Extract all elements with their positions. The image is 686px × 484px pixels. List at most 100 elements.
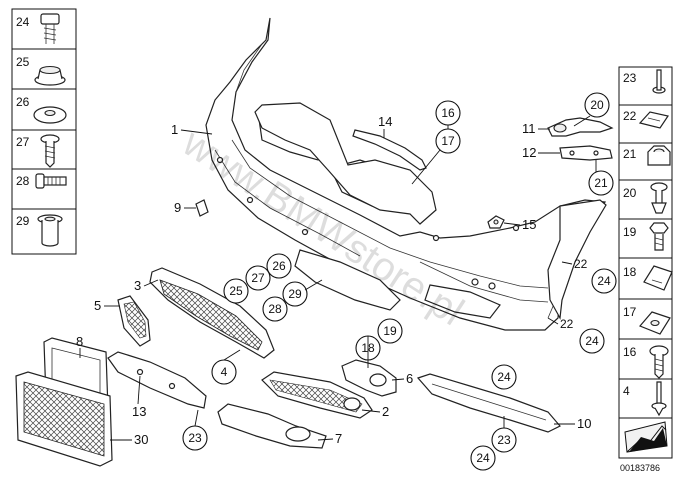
svg-text:29: 29 [288,287,302,301]
callout-17: 17 [411,128,461,185]
svg-text:10: 10 [577,416,591,431]
hex-nut-icon [647,145,671,166]
bracket-6 [341,359,397,397]
svg-text:24: 24 [497,370,511,384]
callout-27: 27 [245,265,271,291]
callout-4: 4 [211,359,237,385]
right-col-label-18: 18 [623,265,637,279]
grommet-icon [34,65,66,86]
right-col-label-21: 21 [623,147,637,161]
fog-grille-2 [261,371,373,419]
callout-22-upper: 22 [561,257,588,271]
callout-24-b: 24 [579,328,605,354]
trim-strip-14 [352,129,427,171]
svg-text:17: 17 [441,134,455,148]
svg-text:23: 23 [188,431,202,445]
clip-15 [487,215,505,229]
reference-number: 00183786 [620,463,660,473]
callout-25: 25 [223,278,249,304]
svg-text:21: 21 [594,176,608,190]
svg-text:14: 14 [378,114,392,129]
left-col-label-27: 27 [16,135,30,149]
direction-arrow-icon [624,421,668,453]
left-col-label-29: 29 [16,214,30,228]
svg-text:11: 11 [522,121,536,136]
svg-text:9: 9 [174,200,181,215]
clip-9 [195,199,209,217]
label-8: 8 [76,334,83,358]
svg-text:22: 22 [574,257,588,271]
left-col-label-26: 26 [16,95,30,109]
svg-text:3: 3 [134,278,141,293]
clip-nut-icon [40,13,60,44]
label-10: 10 [554,416,591,431]
svg-text:20: 20 [590,98,604,112]
grille-frame [254,102,437,225]
callout-29: 29 [282,279,323,307]
svg-text:4: 4 [221,365,228,379]
spring-nut-icon [638,111,669,129]
label-2: 2 [361,404,389,419]
svg-text:24: 24 [585,334,599,348]
left-col-label-25: 25 [16,55,30,69]
left-col-label-24: 24 [16,15,30,29]
license-plate-bracket-30 [15,371,113,467]
svg-text:7: 7 [335,431,342,446]
callout-23-left: 23 [182,425,208,451]
spacer-sleeve-icon [37,214,63,247]
label-3: 3 [134,278,159,293]
bolt-icon [35,173,67,189]
callout-19: 19 [377,318,403,344]
expanding-rivet-icon [652,69,666,94]
svg-text:5: 5 [94,298,101,313]
right-col-label-4: 4 [623,384,630,398]
right-col-label-16: 16 [623,345,637,359]
label-14: 14 [378,114,392,138]
svg-text:8: 8 [76,334,83,349]
callout-21: 21 [588,170,614,196]
lower-spoiler-10 [416,373,561,433]
pin-rivet-icon [651,381,667,417]
lower-grille-3 [149,267,275,359]
callout-28: 28 [262,296,288,322]
torx-screw-icon [649,345,669,379]
label-11: 11 [522,121,550,136]
right-col-label-22: 22 [623,109,637,123]
svg-text:30: 30 [134,432,148,447]
label-1: 1 [171,122,213,137]
fog-cover-7 [217,403,327,449]
svg-text:16: 16 [441,106,455,120]
label-9: 9 [174,200,196,215]
right-sidebar: 23 22 21 20 19 18 [618,66,673,459]
right-col-label-17: 17 [623,305,637,319]
svg-text:6: 6 [406,371,413,386]
label-13: 13 [132,375,146,419]
right-col-label-20: 20 [623,186,637,200]
mesh-insert-5 [117,295,151,347]
callout-26: 26 [266,253,292,279]
washer-icon [33,106,67,124]
svg-text:15: 15 [522,217,536,232]
svg-text:26: 26 [272,259,286,273]
svg-text:13: 13 [132,404,146,419]
bracket-11 [547,117,614,137]
svg-text:28: 28 [268,302,282,316]
label-7: 7 [317,431,342,446]
left-col-label-28: 28 [16,174,30,188]
svg-text:25: 25 [229,284,243,298]
label-5: 5 [94,298,120,313]
callout-24-d: 24 [470,445,496,471]
svg-text:1: 1 [171,122,178,137]
support-13 [107,351,207,409]
callout-24-a: 24 [591,268,617,294]
callout-24-c: 24 [491,364,517,390]
label-15: 15 [503,217,536,232]
label-6: 6 [391,371,413,386]
callout-20: 20 [584,92,610,118]
right-col-label-19: 19 [623,225,637,239]
screw-icon [40,134,60,168]
speed-nut-icon [643,265,673,291]
svg-text:12: 12 [522,145,536,160]
flange-screw-icon [649,222,669,251]
